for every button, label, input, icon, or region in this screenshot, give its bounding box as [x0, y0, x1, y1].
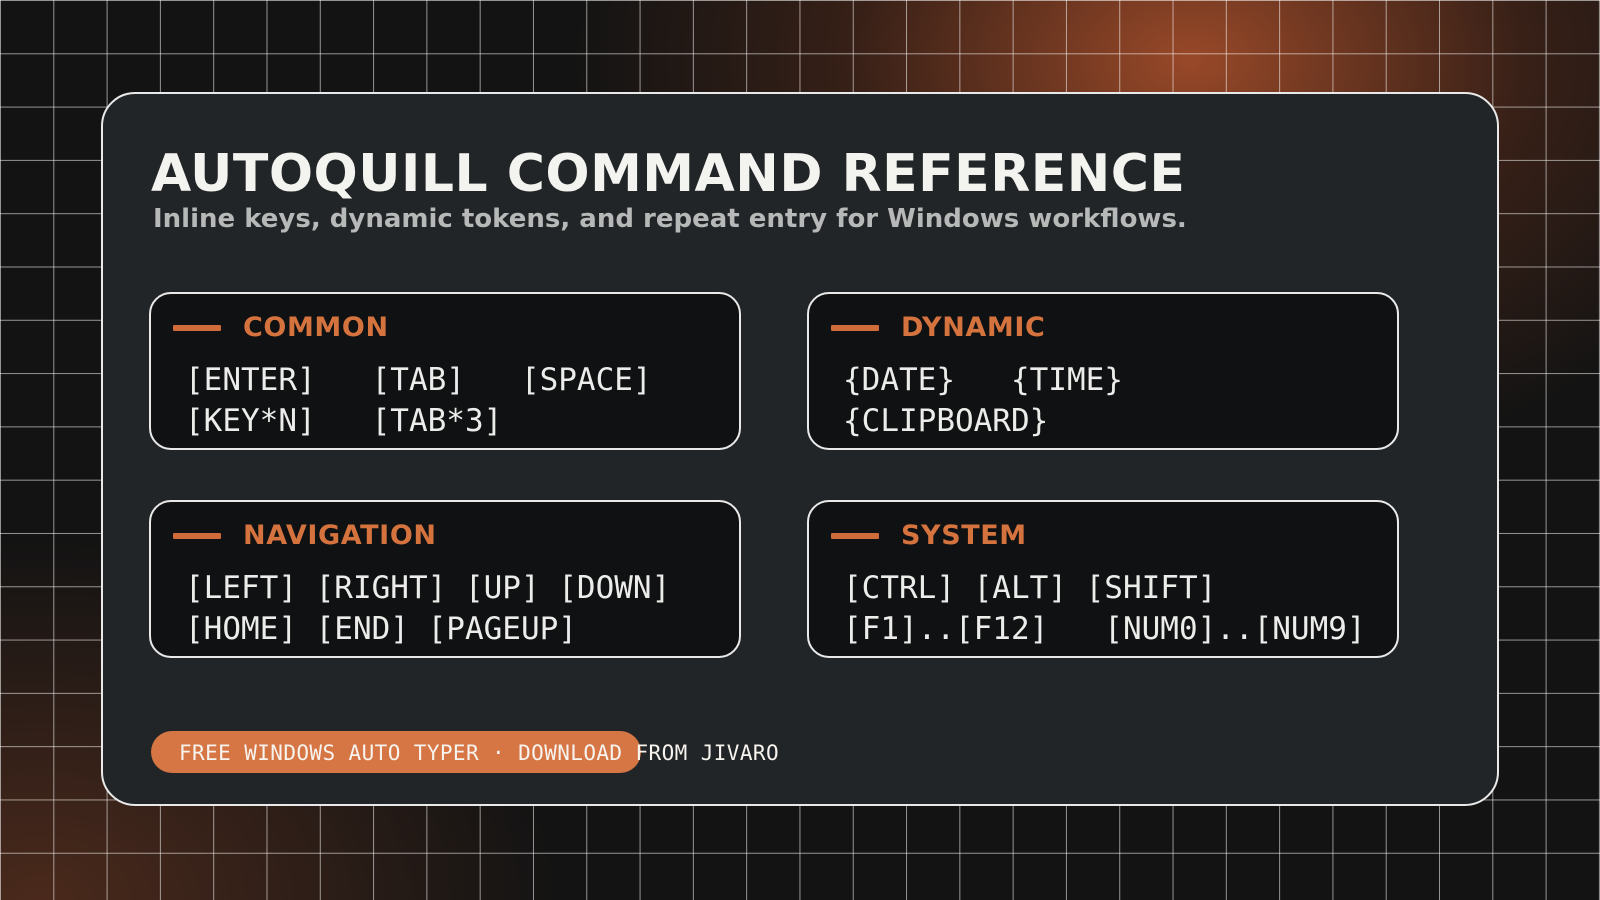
card-title: SYSTEM [901, 520, 1027, 551]
card-line: {DATE} {TIME} [843, 362, 1123, 398]
card-dynamic: DYNAMIC {DATE} {TIME} {CLIPBOARD} [807, 292, 1399, 450]
dash-accent-icon [173, 324, 221, 331]
dash-accent-icon [831, 324, 879, 331]
card-common: COMMON [ENTER] [TAB] [SPACE] [KEY*N] [TA… [149, 292, 741, 450]
card-title: NAVIGATION [243, 520, 437, 551]
page-title: AUTOQUILL COMMAND REFERENCE [151, 144, 1186, 204]
card-line: [KEY*N] [TAB*3] [185, 403, 503, 439]
card-line: [F1]..[F12] [NUM0]..[NUM9] [843, 611, 1366, 647]
reference-panel: AUTOQUILL COMMAND REFERENCE Inline keys,… [101, 92, 1499, 806]
card-title: DYNAMIC [901, 312, 1046, 343]
page-subtitle: Inline keys, dynamic tokens, and repeat … [153, 204, 1187, 234]
footer-pill [151, 731, 641, 773]
card-line: [LEFT] [RIGHT] [UP] [DOWN] [185, 570, 671, 606]
card-line: {CLIPBOARD} [843, 403, 1049, 439]
dash-accent-icon [831, 532, 879, 539]
card-system: SYSTEM [CTRL] [ALT] [SHIFT] [F1]..[F12] … [807, 500, 1399, 658]
card-line: [CTRL] [ALT] [SHIFT] [843, 570, 1217, 606]
dash-accent-icon [173, 532, 221, 539]
card-line: [HOME] [END] [PAGEUP] [185, 611, 577, 647]
card-navigation: NAVIGATION [LEFT] [RIGHT] [UP] [DOWN] [H… [149, 500, 741, 658]
card-title: COMMON [243, 312, 389, 343]
footer-download-text: FREE WINDOWS AUTO TYPER · DOWNLOAD FROM … [179, 741, 779, 765]
card-line: [ENTER] [TAB] [SPACE] [185, 362, 652, 398]
